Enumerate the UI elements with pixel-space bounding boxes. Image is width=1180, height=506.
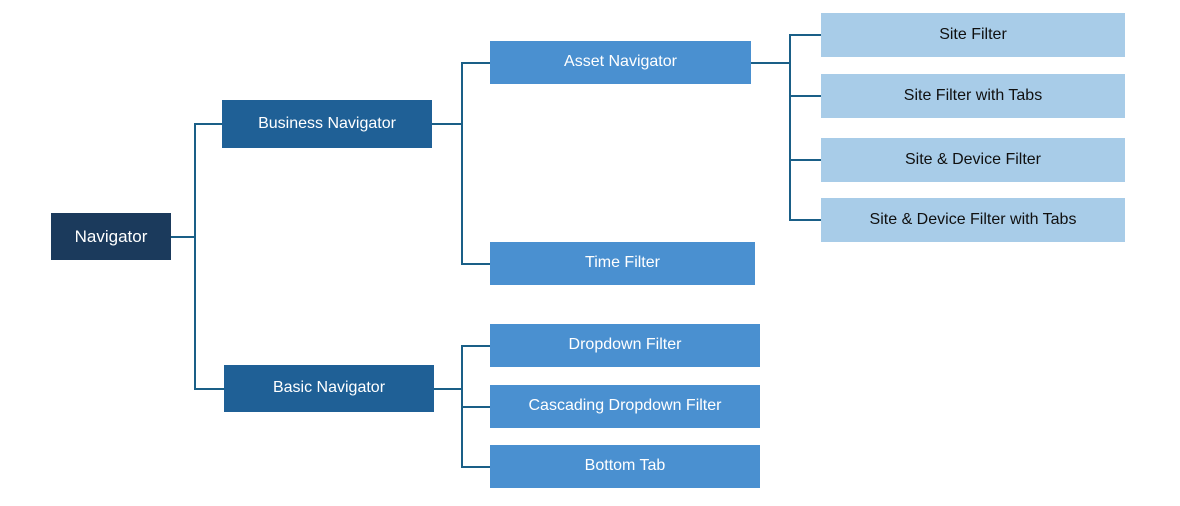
node-label: Dropdown Filter bbox=[568, 336, 682, 354]
edge-basic-navigator-to-dropdown-filter bbox=[434, 345, 490, 390]
edge-basic-navigator-to-cascading-dropdown-filter bbox=[434, 388, 490, 408]
node-cascading-dropdown-filter[interactable]: Cascading Dropdown Filter bbox=[490, 385, 760, 428]
node-label: Basic Navigator bbox=[272, 379, 386, 397]
node-dropdown-filter[interactable]: Dropdown Filter bbox=[490, 324, 760, 367]
node-site-filter[interactable]: Site Filter bbox=[821, 13, 1125, 57]
node-time-filter[interactable]: Time Filter bbox=[490, 242, 755, 285]
edge-asset-navigator-to-site-and-device-filter bbox=[751, 62, 821, 161]
edge-asset-navigator-to-site-filter bbox=[751, 34, 821, 64]
node-label: Site & Device Filter bbox=[904, 150, 1042, 168]
edge-asset-navigator-to-site-and-device-filter-with-tabs bbox=[751, 62, 821, 221]
node-basic-navigator[interactable]: Basic Navigator bbox=[224, 365, 434, 412]
edge-business-navigator-to-time-filter bbox=[432, 123, 490, 265]
node-label: Site & Device Filter with Tabs bbox=[869, 210, 1077, 228]
node-site-and-device-filter[interactable]: Site & Device Filter bbox=[821, 138, 1125, 182]
edge-basic-navigator-to-bottom-tab bbox=[434, 388, 490, 468]
node-label: Navigator bbox=[74, 226, 148, 246]
node-navigator[interactable]: Navigator bbox=[51, 213, 171, 260]
node-label: Time Filter bbox=[585, 254, 660, 272]
node-bottom-tab[interactable]: Bottom Tab bbox=[490, 445, 760, 488]
node-business-navigator[interactable]: Business Navigator bbox=[222, 100, 432, 148]
edge-navigator-to-business-navigator bbox=[171, 123, 222, 238]
node-label: Site Filter bbox=[939, 25, 1007, 43]
node-site-filter-with-tabs[interactable]: Site Filter with Tabs bbox=[821, 74, 1125, 118]
node-label: Cascading Dropdown Filter bbox=[528, 397, 722, 415]
node-label: Bottom Tab bbox=[584, 457, 666, 475]
edge-navigator-to-basic-navigator bbox=[171, 236, 224, 390]
node-label: Site Filter with Tabs bbox=[903, 86, 1043, 104]
node-label: Asset Navigator bbox=[564, 53, 677, 71]
node-site-and-device-filter-with-tabs[interactable]: Site & Device Filter with Tabs bbox=[821, 198, 1125, 242]
node-label: Business Navigator bbox=[258, 114, 396, 132]
node-asset-navigator[interactable]: Asset Navigator bbox=[490, 41, 751, 84]
edge-business-navigator-to-asset-navigator bbox=[432, 62, 490, 125]
edge-asset-navigator-to-site-filter-with-tabs bbox=[751, 62, 821, 97]
